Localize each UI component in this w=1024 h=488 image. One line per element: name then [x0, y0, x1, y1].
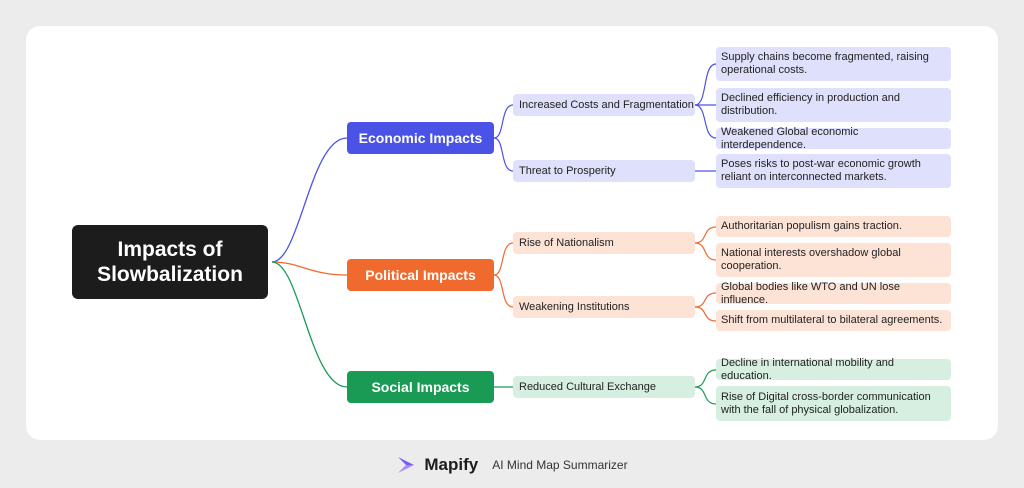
sub-weakening-institutions[interactable]: Weakening Institutions: [513, 296, 695, 318]
branch-social-impacts[interactable]: Social Impacts: [347, 371, 494, 403]
brand-tagline: AI Mind Map Summarizer: [492, 458, 628, 472]
footer: Mapify AI Mind Map Summarizer: [0, 452, 1024, 478]
sub-reduced-cultural-exchange[interactable]: Reduced Cultural Exchange: [513, 376, 695, 398]
root-title-line1: Impacts of: [117, 238, 223, 261]
leaf-shift-bilateral[interactable]: Shift from multilateral to bilateral agr…: [716, 310, 951, 331]
root-node[interactable]: Impacts of Slowbalization: [72, 225, 268, 299]
sub-rise-of-nationalism[interactable]: Rise of Nationalism: [513, 232, 695, 254]
branch-political-impacts[interactable]: Political Impacts: [347, 259, 494, 291]
mapify-logo-icon: [398, 457, 415, 473]
leaf-digital-communication[interactable]: Rise of Digital cross-border communicati…: [716, 386, 951, 421]
leaf-supply-chains[interactable]: Supply chains become fragmented, raising…: [716, 47, 951, 81]
sub-increased-costs[interactable]: Increased Costs and Fragmentation: [513, 94, 695, 116]
leaf-poses-risks[interactable]: Poses risks to post-war economic growth …: [716, 154, 951, 188]
leaf-decline-mobility[interactable]: Decline in international mobility and ed…: [716, 357, 951, 382]
leaf-global-bodies[interactable]: Global bodies like WTO and UN lose influ…: [716, 281, 951, 306]
root-title-line2: Slowbalization: [97, 263, 243, 286]
leaf-declined-efficiency[interactable]: Declined efficiency in production and di…: [716, 88, 951, 122]
leaf-weakened-interdependence[interactable]: Weakened Global economic interdependence…: [716, 126, 951, 151]
leaf-national-interests[interactable]: National interests overshadow global coo…: [716, 243, 951, 277]
brand-name: Mapify: [424, 455, 479, 474]
sub-threat-to-prosperity[interactable]: Threat to Prosperity: [513, 160, 695, 182]
branch-economic-impacts[interactable]: Economic Impacts: [347, 122, 494, 154]
leaf-authoritarian-populism[interactable]: Authoritarian populism gains traction.: [716, 216, 951, 237]
